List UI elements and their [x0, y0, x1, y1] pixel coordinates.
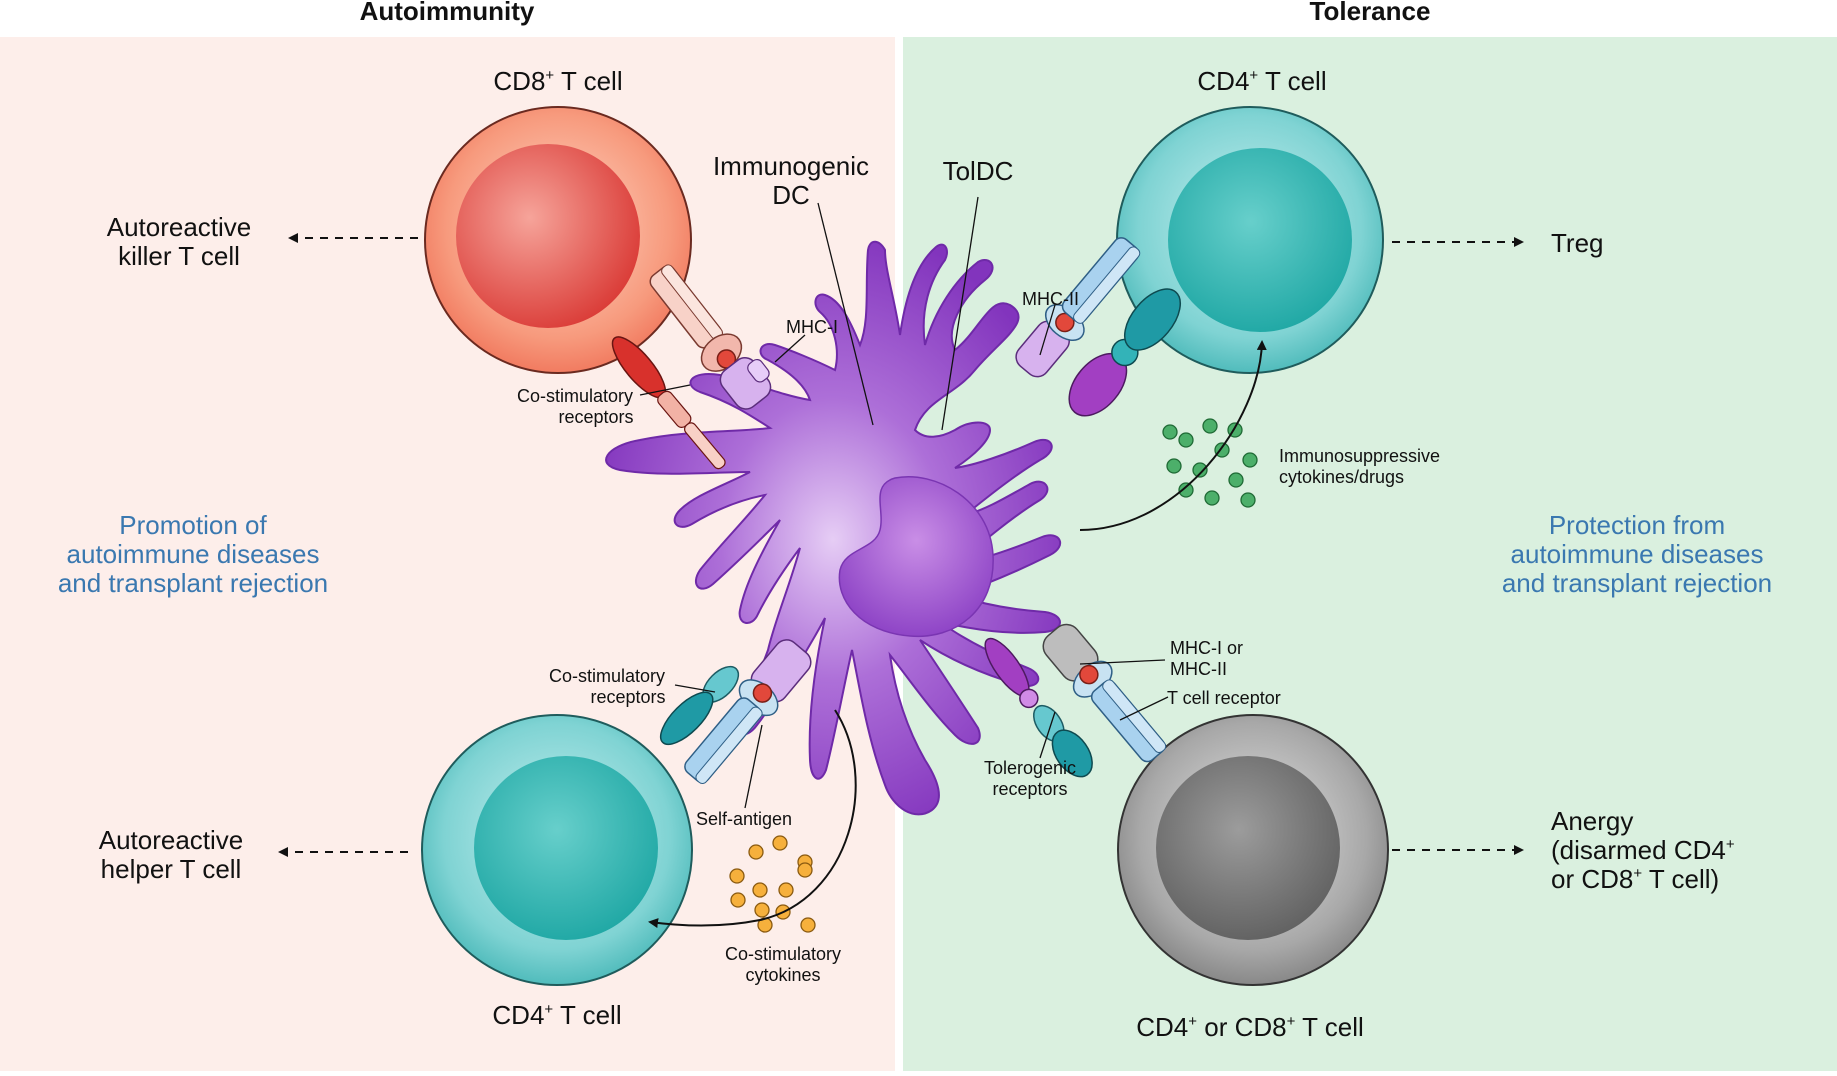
orange-cytokine-dot [752, 882, 768, 898]
header-tolerance: Tolerance [1310, 0, 1431, 26]
leader-lines [639, 196, 1169, 809]
orange-cytokine-dot [772, 835, 788, 851]
green-cytokine-dot [1204, 490, 1220, 506]
label-toldc: TolDC [943, 156, 1014, 186]
dc-nucleus [838, 476, 994, 638]
tcr-mhc2-complex-bottom-left [659, 639, 812, 785]
green-cytokine-dot [1240, 492, 1256, 508]
cd4-t-cell-top-right [1116, 106, 1384, 374]
green-cytokine-dot [1178, 482, 1194, 498]
tcr-mhc1-complex-top-left [611, 264, 772, 470]
label-cd8-t-cell: CD8+ T cell [493, 66, 622, 96]
green-cytokine-dot [1166, 458, 1182, 474]
label-cd4-t-cell-bottom-left: CD4+ T cell [492, 1000, 621, 1030]
green-cytokine-dot [1242, 452, 1258, 468]
green-cytokine-dot [1162, 424, 1178, 440]
label-self-antigen: Self-antigen [696, 809, 792, 829]
orange-cytokine-dot [730, 892, 746, 908]
green-cytokine-dot [1202, 418, 1218, 434]
tcr-mhc-complex-bottom-right [984, 623, 1167, 778]
header-autoimmunity: Autoimmunity [360, 0, 535, 26]
orange-cytokine-dot [778, 882, 794, 898]
orange-cytokine-dot [797, 862, 813, 878]
orange-cytokine-dot [754, 902, 770, 918]
orange-cytokine-dot [729, 868, 745, 884]
immunosuppressive-arrow [1079, 340, 1267, 531]
label-tcr: T cell receptor [1167, 688, 1281, 708]
green-cytokine-dot [1178, 432, 1194, 448]
label-cd4-t-cell-top-right: CD4+ T cell [1197, 66, 1326, 96]
label-mhc2: MHC-II [1022, 289, 1079, 309]
orange-cytokine-dot [800, 917, 816, 933]
label-anergy: Anergy(disarmed CD4+or CD8+ T cell) [1551, 806, 1735, 894]
cd8-t-cell-top-left [424, 106, 692, 374]
dendritic-cell [605, 240, 1062, 816]
tcr-mhc2-complex-top-right [1015, 237, 1181, 417]
label-cd4-or-cd8-t-cell: CD4+ or CD8+ T cell [1136, 1012, 1364, 1042]
label-mhc1: MHC-I [786, 317, 838, 337]
co-stimulatory-cytokine-dots [729, 835, 816, 933]
label-treg: Treg [1551, 228, 1604, 258]
green-cytokine-dot [1228, 472, 1244, 488]
orange-cytokine-dot [748, 844, 764, 860]
cd4-or-cd8-t-cell-bottom-right [1117, 714, 1389, 986]
cd4-t-cell-bottom-left [421, 714, 693, 986]
costim-cytokine-arrow [648, 709, 857, 929]
immunosuppressive-cytokine-dots [1162, 418, 1258, 508]
green-cytokine-dot [1192, 462, 1208, 478]
